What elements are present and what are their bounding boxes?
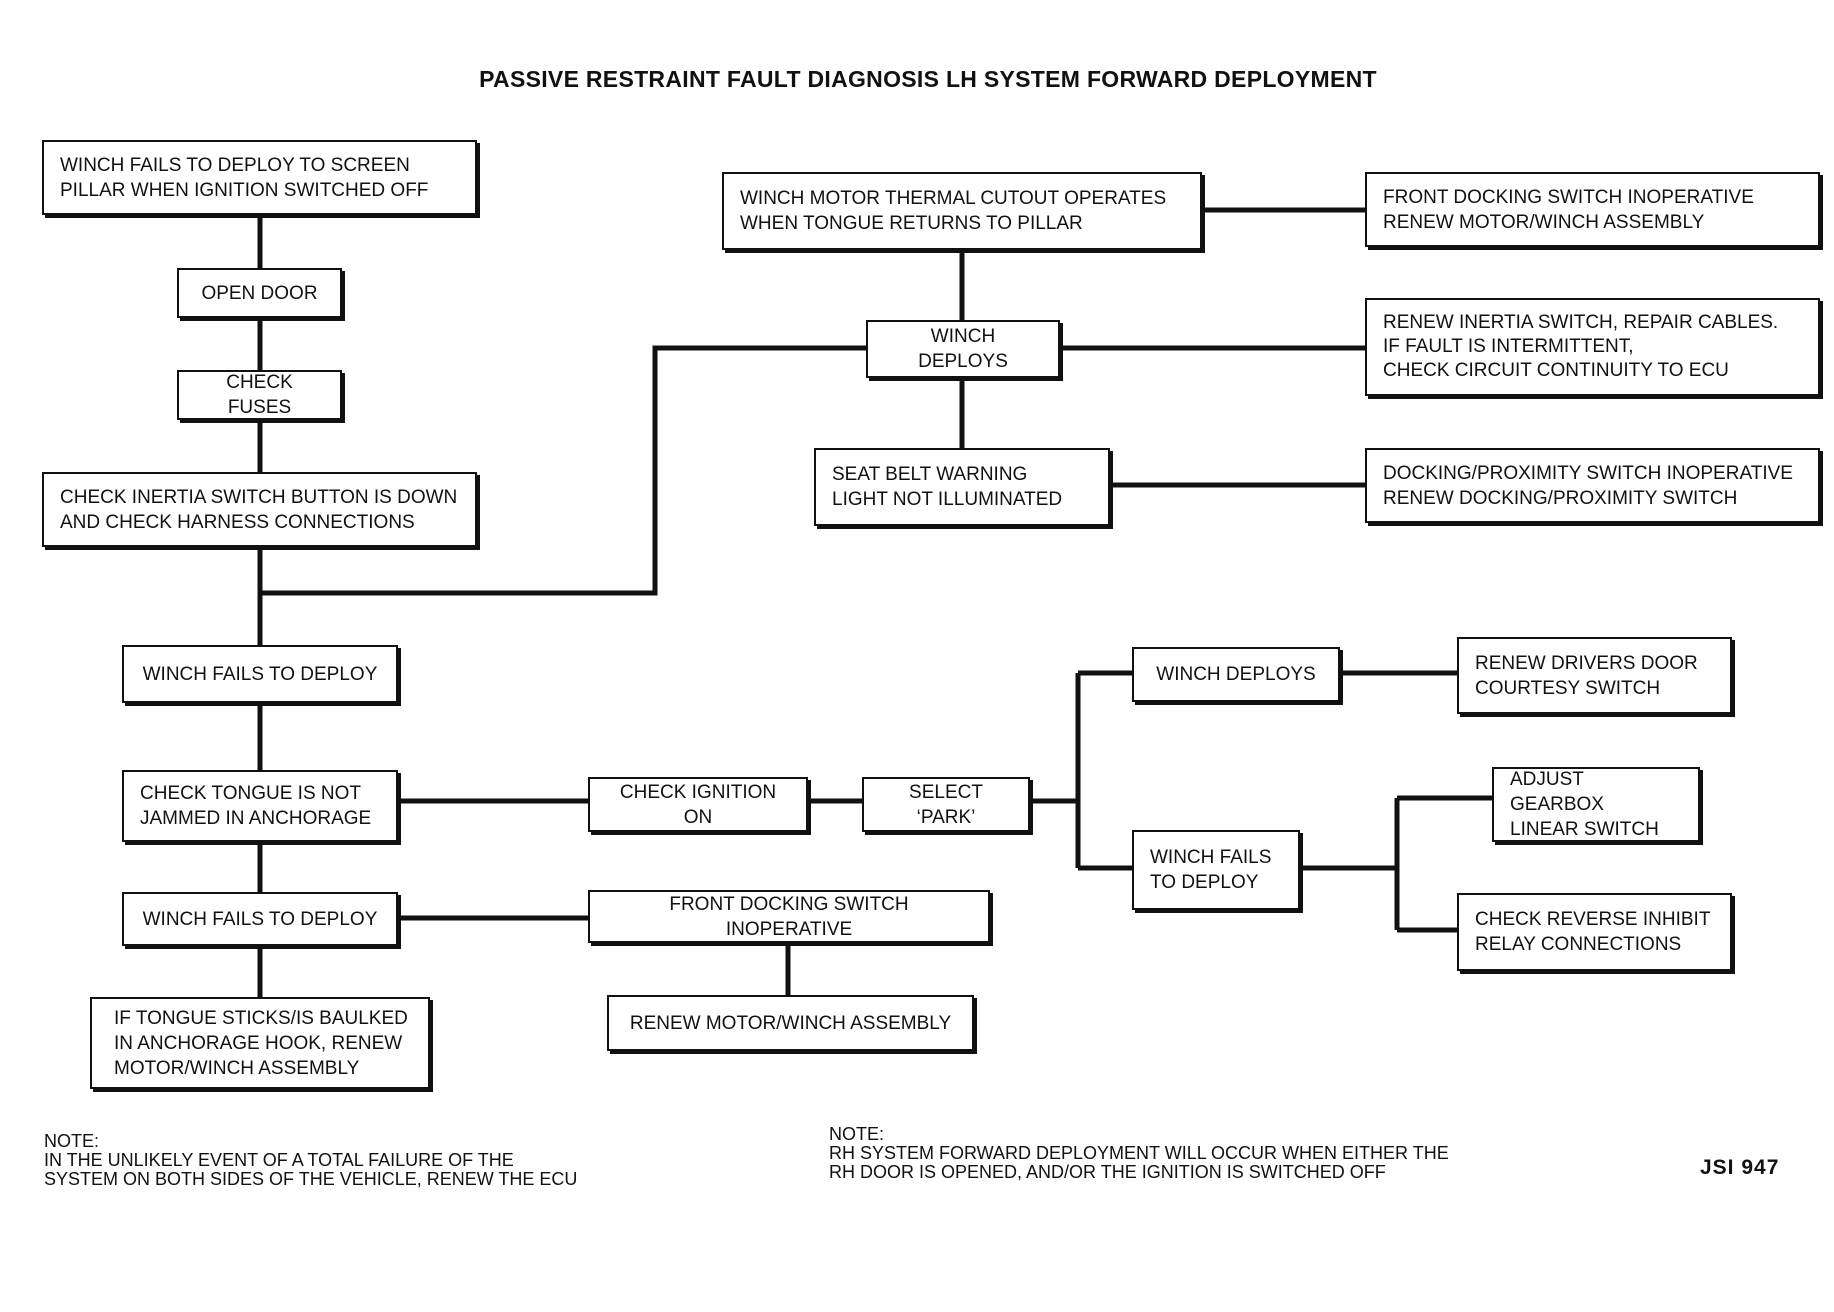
note-left: NOTE: IN THE UNLIKELY EVENT OF A TOTAL F… <box>44 1131 578 1189</box>
note-right: NOTE: RH SYSTEM FORWARD DEPLOYMENT WILL … <box>829 1124 1449 1182</box>
winch-deploys-box-top: WINCH DEPLOYS <box>866 320 1060 378</box>
thermal-cutout-box: WINCH MOTOR THERMAL CUTOUT OPERATES WHEN… <box>722 172 1202 250</box>
front-docking-renew-winch-box: FRONT DOCKING SWITCH INOPERATIVE RENEW M… <box>1365 172 1820 247</box>
docking-proximity-switch-box: DOCKING/PROXIMITY SWITCH INOPERATIVE REN… <box>1365 448 1820 523</box>
renew-courtesy-switch-box: RENEW DRIVERS DOOR COURTESY SWITCH <box>1457 637 1732 714</box>
winch-fails-to-deploy-box-1: WINCH FAILS TO DEPLOY <box>122 645 398 703</box>
select-park-box: SELECT ‘PARK’ <box>862 777 1030 832</box>
winch-fails-ignition-off-box: WINCH FAILS TO DEPLOY TO SCREEN PILLAR W… <box>42 140 477 215</box>
tongue-sticks-renew-box: IF TONGUE STICKS/IS BAULKED IN ANCHORAGE… <box>90 997 430 1089</box>
check-ignition-on-box: CHECK IGNITION ON <box>588 777 808 832</box>
seat-belt-warning-box: SEAT BELT WARNING LIGHT NOT ILLUMINATED <box>814 448 1110 526</box>
check-tongue-box: CHECK TONGUE IS NOT JAMMED IN ANCHORAGE <box>122 770 398 842</box>
front-docking-switch-inoperative-box: FRONT DOCKING SWITCH INOPERATIVE <box>588 890 990 943</box>
check-inertia-switch-box: CHECK INERTIA SWITCH BUTTON IS DOWN AND … <box>42 472 477 547</box>
winch-fails-to-deploy-box-2: WINCH FAILS TO DEPLOY <box>122 892 398 946</box>
open-door-box: OPEN DOOR <box>177 268 342 318</box>
check-reverse-inhibit-box: CHECK REVERSE INHIBIT RELAY CONNECTIONS <box>1457 893 1732 971</box>
check-fuses-box: CHECK FUSES <box>177 370 342 420</box>
adjust-gearbox-switch-box: ADJUST GEARBOX LINEAR SWITCH <box>1492 767 1700 842</box>
page-title: PASSIVE RESTRAINT FAULT DIAGNOSIS LH SYS… <box>479 66 1377 92</box>
connector <box>260 345 866 596</box>
winch-fails-to-deploy-box-3: WINCH FAILS TO DEPLOY <box>1132 830 1300 910</box>
renew-motor-winch-box: RENEW MOTOR/WINCH ASSEMBLY <box>607 995 974 1051</box>
renew-inertia-switch-box: RENEW INERTIA SWITCH, REPAIR CABLES. IF … <box>1365 298 1820 396</box>
winch-deploys-box-mid: WINCH DEPLOYS <box>1132 647 1340 702</box>
figure-reference: JSI 947 <box>1700 1156 1780 1179</box>
